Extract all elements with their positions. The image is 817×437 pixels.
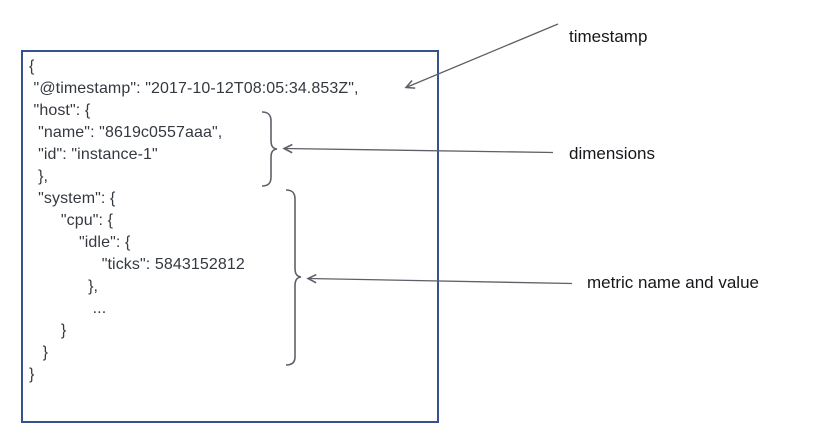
- json-line-host-id: "id": "instance-1": [29, 146, 158, 163]
- json-document-box: [21, 50, 439, 423]
- metric-name-value-label: metric name and value: [587, 273, 759, 292]
- json-line-idle-close: },: [29, 278, 99, 295]
- json-line-system-open: "system": {: [29, 190, 116, 207]
- json-line: {: [29, 58, 35, 75]
- json-line-idle-open: "idle": {: [29, 234, 131, 251]
- json-line-host-name: "name": "8619c0557aaa",: [29, 124, 223, 141]
- json-line-cpu-open: "cpu": {: [29, 212, 114, 229]
- json-code-block: { "@timestamp": "2017-10-12T08:05:34.853…: [29, 56, 359, 386]
- json-line-host-open: "host": {: [29, 102, 91, 119]
- json-line-system-close: }: [29, 344, 49, 361]
- json-line-ticks: "ticks": 5843152812: [29, 256, 245, 273]
- json-line-root-close: }: [29, 366, 35, 383]
- json-line-host-close: },: [29, 168, 49, 185]
- timestamp-label: timestamp: [569, 27, 648, 46]
- json-line-timestamp: "@timestamp": "2017-10-12T08:05:34.853Z"…: [29, 80, 359, 97]
- json-line-ellipsis: ...: [29, 300, 107, 317]
- dimensions-label: dimensions: [569, 144, 655, 163]
- json-line-cpu-close: }: [29, 322, 67, 339]
